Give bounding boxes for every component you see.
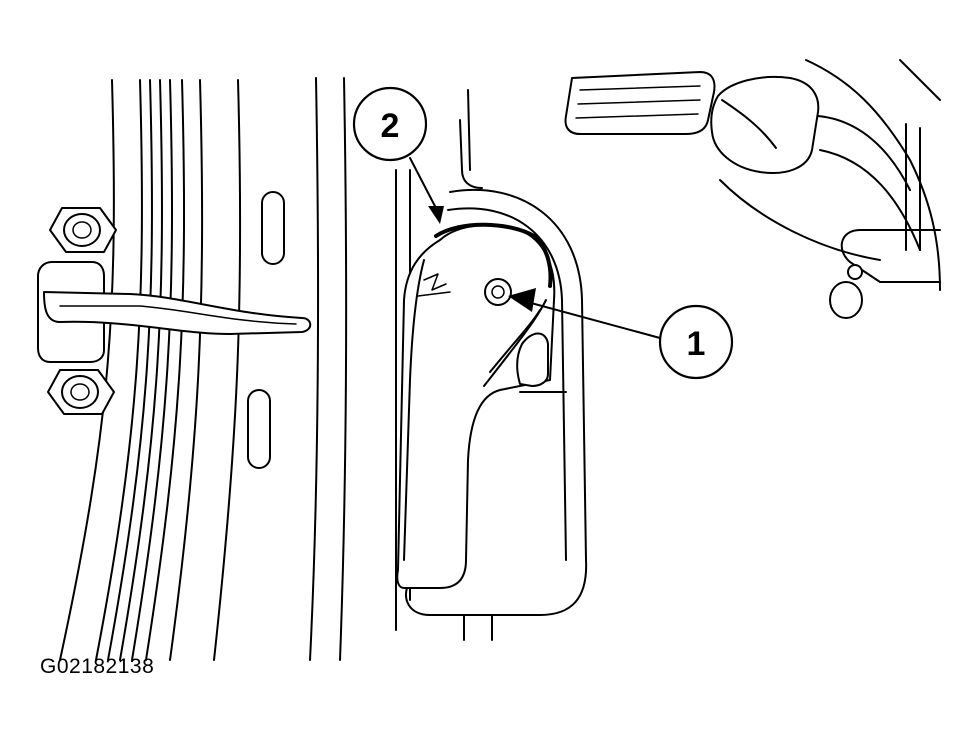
inside-door-handle (396, 222, 556, 589)
callout-1-label: 1 (687, 325, 706, 363)
check-strap-bracket (37, 261, 312, 363)
callout-2: 2 (352, 86, 444, 224)
callout-2-label: 2 (381, 107, 400, 145)
door-edge-lines (59, 77, 348, 661)
bracket-nut-bottom (47, 369, 115, 415)
callout-1: 1 (508, 288, 734, 380)
upper-right-components (564, 59, 941, 319)
pillar-slots (247, 191, 285, 469)
figure-id: G02182138 (40, 655, 155, 678)
bracket-nut-top (49, 207, 117, 253)
